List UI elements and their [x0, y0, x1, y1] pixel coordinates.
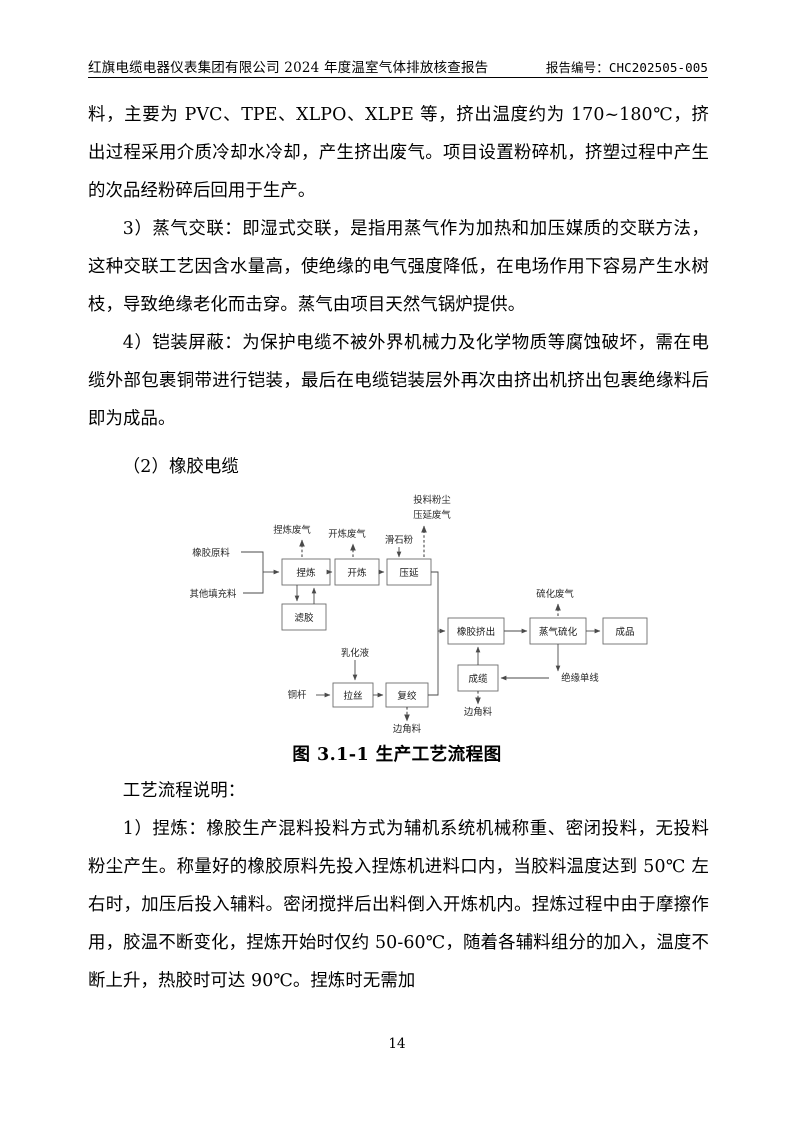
label-feeding-dust: 投料粉尘 [413, 494, 451, 506]
page-header: 红旗电缆电器仪表集团有限公司 2024 年度温室气体排放核查报告 报告编号：CH… [88, 50, 708, 76]
node-nielian-label: 捏炼 [296, 567, 316, 579]
figure-caption: 图 3.1-1 生产工艺流程图 [292, 744, 502, 765]
label-nielian-waste-gas: 捏炼废气 [273, 524, 311, 536]
label-vulcanization-waste-gas: 硫化废气 [536, 588, 574, 600]
production-process-flow-diagram: 捏炼 开炼 压延 滤胶 拉丝 复绞 橡胶挤出 蒸气硫化 成品 成缆 橡胶原料 其 [175, 487, 695, 735]
section-heading-rubber-cable: （2）橡胶电缆 [122, 457, 239, 477]
header-report-title: 红旗电缆电器仪表集团有限公司 2024 年度温室气体排放核查报告 [88, 60, 489, 76]
node-lvjiao-label: 滤胶 [294, 612, 314, 624]
label-kailian-waste-gas: 开炼废气 [328, 528, 366, 540]
paragraph-armor-shielding: 4）铠装屏蔽：为保护电缆不被外界机械力及化学物质等腐蚀破坏，需在电缆外部包裹铜带… [88, 333, 709, 429]
node-kailian-label: 开炼 [347, 567, 367, 579]
label-other-filler: 其他填充料 [190, 588, 238, 600]
paragraph-kneading-description: 1）捏炼：橡胶生产混料投料方式为辅机系统机械称重、密闭投料，无投料粉尘产生。称量… [88, 819, 709, 991]
node-steam-vulcanization-box [529, 617, 587, 645]
node-lasi-label: 拉丝 [343, 690, 363, 702]
paragraph-process-description-heading: 工艺流程说明： [122, 781, 246, 801]
node-nielian-box [281, 558, 331, 586]
paragraph-extrusion-material: 料，主要为 PVC、TPE、XLPO、XLPE 等，挤出温度约为 170~180… [88, 105, 709, 201]
node-yayan-box [386, 558, 432, 586]
arrow-yayan-to-rubber-extrusion [431, 571, 446, 634]
label-scrap-from-fujiao: 边角料 [393, 723, 422, 735]
node-lvjiao-box [281, 603, 327, 631]
node-finished-product-label: 成品 [615, 626, 634, 638]
input-bracket [241, 551, 264, 594]
node-chenglan-box [457, 664, 499, 692]
header-report-number: 报告编号：CHC202505-005 [545, 60, 708, 75]
node-fujiao-box [385, 682, 429, 708]
node-yayan-label: 压延 [399, 567, 419, 579]
node-rubber-extrusion-box [447, 617, 505, 645]
label-rubber-raw-material: 橡胶原料 [192, 547, 230, 559]
label-talc-powder: 滑石粉 [385, 534, 414, 546]
page-number: 14 [388, 1036, 406, 1052]
label-copper-rod: 铜杆 [288, 689, 307, 701]
label-calendering-waste-gas: 压延废气 [413, 509, 451, 521]
node-rubber-extrusion-label: 橡胶挤出 [457, 626, 495, 638]
label-emulsion: 乳化液 [341, 647, 370, 659]
node-fujiao-label: 复绞 [397, 690, 417, 702]
header-divider [88, 77, 708, 78]
paragraph-steam-crosslinking: 3）蒸气交联：即湿式交联，是指用蒸气作为加热和加压媒质的交联方法，这种交联工艺因… [88, 219, 709, 315]
label-insulated-single-wire: 绝缘单线 [561, 672, 599, 684]
node-kailian-box [334, 558, 380, 586]
node-steam-vulcanization-label: 蒸气硫化 [539, 626, 578, 638]
node-chenglan-label: 成缆 [468, 673, 488, 685]
line-fujiao-to-junction [428, 631, 439, 696]
node-lasi-box [332, 682, 374, 708]
node-finished-product-box [602, 617, 648, 645]
label-scrap-from-chenglan: 边角料 [464, 706, 493, 718]
